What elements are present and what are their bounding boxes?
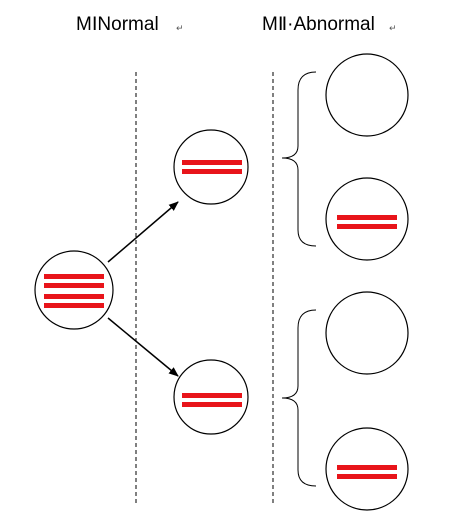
chromosome-bar <box>182 393 242 398</box>
mii-cell-3 <box>325 291 409 375</box>
mii-cell-4 <box>325 427 409 511</box>
primary-cell <box>34 250 114 330</box>
brace-bottom <box>281 309 317 487</box>
mi-normal-heading: MⅠNormal <box>76 14 159 35</box>
chromosome-bar <box>182 169 242 174</box>
chromosome-bar <box>337 224 397 229</box>
chromosome-bar <box>182 160 242 165</box>
edit-mark: ↵ <box>176 23 184 33</box>
cell-membrane <box>325 53 409 137</box>
chromosome-bar <box>44 283 104 288</box>
cell-membrane <box>173 129 249 205</box>
chromosome-bar <box>182 402 242 407</box>
chromosome-bar <box>337 474 397 479</box>
chromosome-bar <box>44 274 104 279</box>
edit-mark: ↵ <box>389 23 397 33</box>
arrow-up <box>107 201 179 263</box>
mii-cell-1 <box>325 53 409 137</box>
chromosome-bar <box>44 303 104 308</box>
cell-membrane <box>34 250 114 330</box>
chromosome-bar <box>337 215 397 220</box>
mii-abnormal-heading: MⅡ·Abnormal <box>262 14 375 35</box>
mi-cell-bottom <box>173 359 249 435</box>
brace-top <box>281 71 317 247</box>
cell-membrane <box>325 291 409 375</box>
chromosome-bar <box>337 465 397 470</box>
arrow-down <box>107 317 179 377</box>
mii-cell-2 <box>325 177 409 261</box>
mi-cell-top <box>173 129 249 205</box>
chromosome-bar <box>44 294 104 299</box>
